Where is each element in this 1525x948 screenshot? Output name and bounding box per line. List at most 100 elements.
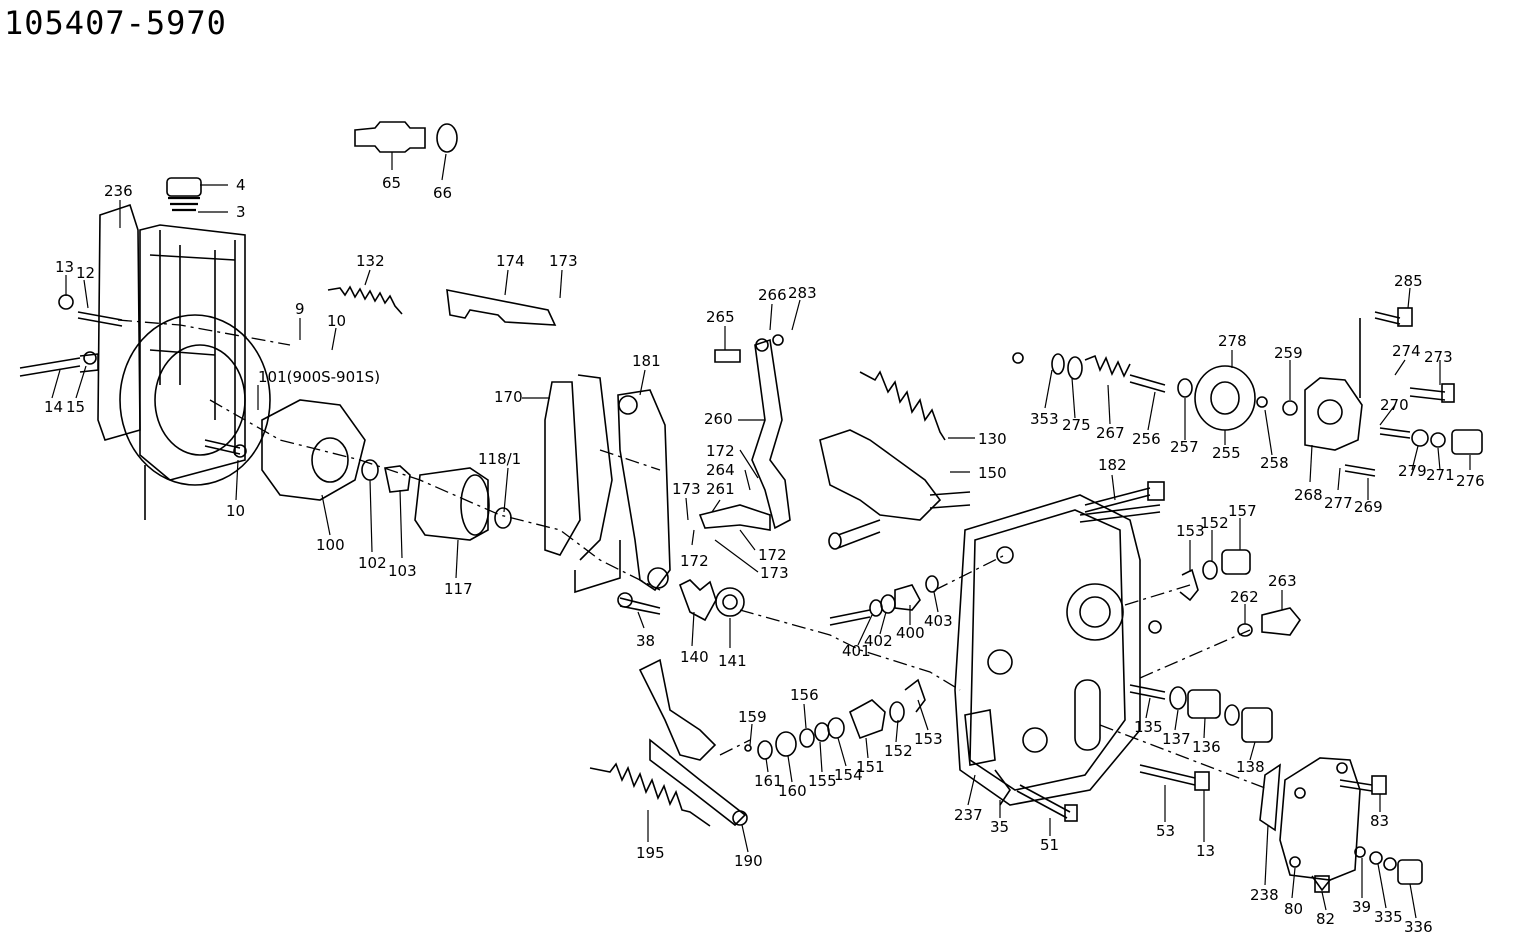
assembly-lines: [117, 319, 1266, 789]
part-label-279: 279: [1398, 462, 1427, 480]
leader-lines: [51, 152, 1471, 919]
part-label-117: 117: [444, 580, 473, 598]
part-label-102: 102: [358, 554, 387, 572]
part-label-336: 336: [1404, 918, 1433, 936]
part-label-160: 160: [778, 782, 807, 800]
part-label-100: 100: [316, 536, 345, 554]
parts-lower-right: [1129, 684, 1273, 743]
part-label-181: 181: [632, 352, 661, 370]
bracket-174: [446, 289, 557, 326]
part-label-161: 161: [754, 772, 783, 790]
part-label-174: 174: [496, 252, 525, 270]
part-label-101: 101(900S-901S): [258, 368, 380, 386]
part-label-267: 267: [1096, 424, 1125, 442]
part-label-118: 118/1: [478, 450, 521, 468]
part-label-278: 278: [1218, 332, 1247, 350]
part-label-156: 156: [790, 686, 819, 704]
part-label-182: 182: [1098, 456, 1127, 474]
part-label-172: 172: [680, 552, 709, 570]
parts-lower-middle: [744, 678, 926, 760]
part-label-265: 265: [706, 308, 735, 326]
part-label-173c: 173: [760, 564, 789, 582]
part-label-4: 4: [236, 176, 246, 194]
part-label-138: 138: [1236, 758, 1265, 776]
parts-401-403: [829, 575, 939, 626]
lever-assembly: [544, 374, 671, 615]
part-label-152: 152: [1200, 514, 1229, 532]
part-label-66: 66: [433, 184, 452, 202]
flyweight-assembly: [261, 399, 512, 541]
part-label-237: 237: [954, 806, 983, 824]
part-label-136: 136: [1192, 738, 1221, 756]
part-label-159: 159: [738, 708, 767, 726]
spring-130-lever-150: [819, 370, 971, 550]
part-label-195: 195: [636, 844, 665, 862]
part-label-135: 135: [1134, 718, 1163, 736]
part-label-274: 274: [1392, 342, 1421, 360]
part-label-80: 80: [1284, 900, 1303, 918]
part-label-150: 150: [978, 464, 1007, 482]
part-label-153: 153: [1176, 522, 1205, 540]
part-labels: 4 3 236 13 12 14 15 65 66 132 9 10 101(9…: [44, 174, 1485, 936]
part-label-9: 9: [295, 300, 305, 318]
part-label-137: 137: [1162, 730, 1191, 748]
part-label-39: 39: [1352, 898, 1371, 916]
parts-mid-right: [1084, 481, 1301, 637]
part-label-259: 259: [1274, 344, 1303, 362]
part-label-53: 53: [1156, 822, 1175, 840]
part-label-402: 402: [864, 632, 893, 650]
lever-190-spring-195: [589, 658, 748, 827]
spring-132: [327, 285, 403, 315]
part-label-103: 103: [388, 562, 417, 580]
spring-140-nut-141: [679, 579, 745, 622]
part-label-269: 269: [1354, 498, 1383, 516]
part-label-400: 400: [896, 624, 925, 642]
part-label-257: 257: [1170, 438, 1199, 456]
part-label-3: 3: [236, 203, 246, 221]
part-label-285: 285: [1394, 272, 1423, 290]
part-label-173b: 173: [672, 480, 701, 498]
part-label-275: 275: [1062, 416, 1091, 434]
part-label-283: 283: [788, 284, 817, 302]
part-label-38: 38: [636, 632, 655, 650]
cover-238: [1259, 757, 1423, 893]
part-label-403: 403: [924, 612, 953, 630]
part-label-271: 271: [1426, 466, 1455, 484]
part-label-10b: 10: [226, 502, 245, 520]
part-label-255: 255: [1212, 444, 1241, 462]
part-label-276: 276: [1456, 472, 1485, 490]
part-label-157: 157: [1228, 502, 1257, 520]
governor-housing: [19, 177, 271, 520]
part-label-13b: 13: [1196, 842, 1215, 860]
part-label-82: 82: [1316, 910, 1335, 928]
part-label-14: 14: [44, 398, 63, 416]
part-label-260: 260: [704, 410, 733, 428]
part-label-261: 261: [706, 480, 735, 498]
part-label-130: 130: [978, 430, 1007, 448]
part-label-270: 270: [1380, 396, 1409, 414]
part-label-151: 151: [856, 758, 885, 776]
part-label-353: 353: [1030, 410, 1059, 428]
nipple-assembly: [354, 121, 458, 153]
governor-cover: [1304, 307, 1483, 477]
part-label-173: 173: [549, 252, 578, 270]
part-label-170: 170: [494, 388, 523, 406]
part-label-258: 258: [1260, 454, 1289, 472]
part-label-277: 277: [1324, 494, 1353, 512]
part-label-264: 264: [706, 461, 735, 479]
part-label-154: 154: [834, 766, 863, 784]
part-label-268: 268: [1294, 486, 1323, 504]
part-label-153b: 153: [914, 730, 943, 748]
part-label-152b: 152: [884, 742, 913, 760]
part-label-13: 13: [55, 258, 74, 276]
part-label-140: 140: [680, 648, 709, 666]
part-label-238: 238: [1250, 886, 1279, 904]
bolts-lower: [994, 764, 1210, 822]
link-260: [698, 334, 791, 531]
part-label-155: 155: [808, 772, 837, 790]
part-label-132: 132: [356, 252, 385, 270]
part-label-141: 141: [718, 652, 747, 670]
part-label-35: 35: [990, 818, 1009, 836]
part-label-273: 273: [1424, 348, 1453, 366]
